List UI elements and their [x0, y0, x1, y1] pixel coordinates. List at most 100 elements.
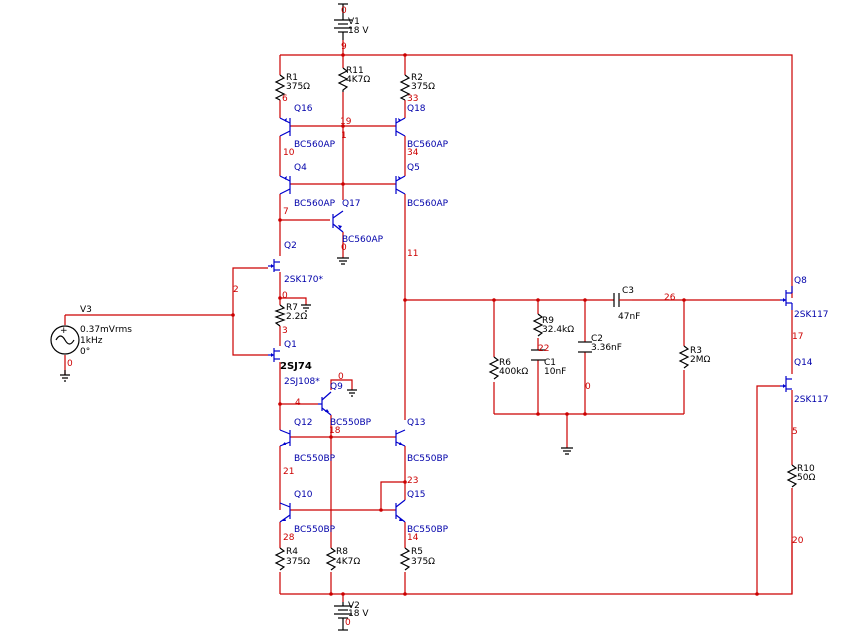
parts-r2-value-label: 375Ω: [411, 82, 435, 92]
nets-n33-label: 33: [407, 94, 418, 104]
transistor-q9: [318, 391, 332, 416]
parts-q2-model-label: 2SK170*: [284, 275, 324, 285]
parts-r5-value-label: 375Ω: [411, 557, 435, 567]
nets-n0e-label: 0: [338, 372, 344, 382]
v1-source[interactable]: [334, 3, 352, 40]
parts-c2-ref-label: C2: [591, 334, 603, 344]
v1-label: V1: [348, 17, 360, 27]
nets-n19-label: 19: [340, 117, 352, 127]
ground-icon: [60, 370, 70, 382]
wires: [64, 40, 793, 602]
parts-r3-value-label: 2MΩ: [690, 355, 710, 365]
v2-source[interactable]: [334, 602, 352, 631]
parts-r10-ref-label: R10: [797, 464, 815, 474]
nets-n0f-label: 0: [345, 618, 351, 628]
ground-icon: [347, 389, 357, 397]
nets-n2-label: 2: [233, 285, 239, 295]
parts-q4-ref-label: Q4: [294, 163, 307, 173]
junctions: [231, 53, 759, 596]
nets-n0b-label: 0: [341, 243, 347, 253]
nets-n11-label: 11: [407, 249, 418, 259]
resistor-r4: [274, 547, 286, 571]
nets-n0c-label: 0: [282, 291, 288, 301]
transistor-q2: [268, 259, 280, 272]
parts-q18-ref-label: Q18: [407, 104, 426, 114]
nets-n3-label: 3: [282, 326, 288, 336]
svg-text:+: +: [60, 326, 68, 336]
parts-q10-model-label: BC550BP: [294, 525, 336, 535]
ground-icon: [337, 257, 349, 265]
resistor-r5: [399, 547, 411, 571]
parts-q8-ref-label: Q8: [794, 276, 807, 286]
component-labels: V1 18 V V2 18 V V3 0.37mVrms 1kHz 0° R1 …: [80, 17, 829, 619]
parts-r6-value-label: 400kΩ: [499, 367, 528, 377]
parts-q14-model-label: 2SK117: [794, 395, 829, 405]
nets-n26-label: 26: [664, 293, 676, 303]
transistor-q1: [268, 348, 280, 362]
resistor-r6: [488, 356, 500, 380]
parts-r6-ref-label: R6: [499, 358, 511, 368]
v3-label: V3: [80, 305, 92, 315]
transistor-q8: [780, 286, 793, 310]
parts-q15-ref-label: Q15: [407, 490, 426, 500]
parts-r2-ref-label: R2: [411, 73, 423, 83]
v2-value: 18 V: [348, 609, 369, 619]
transistor-q14: [780, 376, 792, 392]
parts-c3-value-label: 47nF: [618, 312, 640, 322]
capacitor-c3: [613, 293, 632, 307]
parts-r7-value-label: 2.2Ω: [286, 312, 307, 322]
parts-q9-model-label: BC550BP: [330, 418, 372, 428]
parts-c1-ref-label: C1: [544, 358, 556, 368]
v1-value: 18 V: [348, 26, 369, 36]
parts-q9-ref-label: Q9: [330, 382, 343, 392]
nets-n9-label: 9: [341, 42, 347, 52]
nets-n23-label: 23: [407, 476, 418, 486]
parts-q15-model-label: BC550BP: [407, 525, 449, 535]
parts-r9-ref-label: R9: [542, 316, 554, 326]
resistor-r3: [678, 345, 690, 369]
parts-q5-model-label: BC560AP: [407, 199, 449, 209]
nets-n21-label: 21: [283, 467, 294, 477]
v3-ac-source[interactable]: +: [50, 325, 80, 355]
resistor-r7: [274, 304, 286, 327]
parts-q5-ref-label: Q5: [407, 163, 420, 173]
nets-n0d-label: 0: [67, 359, 73, 369]
parts-r10-value-label: 50Ω: [797, 473, 815, 483]
parts-c1-value-label: 10nF: [544, 367, 566, 377]
parts-q1-ref-label: Q1: [284, 340, 297, 350]
parts-q13-ref-label: Q13: [407, 418, 426, 428]
parts-q8-model-label: 2SK117: [794, 310, 829, 320]
parts-r4-value-label: 375Ω: [286, 557, 310, 567]
resistor-r8: [325, 547, 337, 571]
ground-symbols: [60, 257, 573, 455]
transistor-q16: [279, 117, 291, 137]
parts-q17-ref-label: Q17: [342, 199, 361, 209]
ground-icon: [561, 447, 573, 455]
nets-n6-label: 6: [282, 94, 288, 104]
parts-q1-label-label: 2SJ74: [280, 361, 312, 372]
capacitors: [531, 293, 632, 361]
v3-freq: 1kHz: [80, 336, 103, 346]
nets-n4-label: 4: [295, 398, 301, 408]
capacitor-c1: [531, 349, 545, 361]
parts-q1-model-label: 2SJ108*: [284, 377, 320, 387]
transistor-q15: [395, 499, 406, 523]
nets-n14-label: 14: [407, 533, 419, 543]
nets-n28-label: 28: [283, 533, 295, 543]
capacitor-c2: [578, 341, 592, 353]
nets-n17-label: 17: [792, 332, 803, 342]
nets-n18-label: 18: [329, 426, 341, 436]
resistor-r11: [337, 67, 349, 92]
resistor-r10: [786, 464, 798, 488]
parts-r9-value-label: 32.4kΩ: [542, 325, 574, 335]
nets-n20-label: 20: [792, 536, 804, 546]
parts-r5-ref-label: R5: [411, 547, 423, 557]
resistor-r2: [399, 74, 411, 101]
parts-q16-ref-label: Q16: [294, 104, 313, 114]
nets-n0g-label: 0: [585, 382, 591, 392]
transistor-q12: [279, 429, 291, 447]
parts-q12-model-label: BC550BP: [294, 454, 336, 464]
parts-q17-model-label: BC560AP: [342, 235, 384, 245]
parts-q2-ref-label: Q2: [284, 241, 297, 251]
